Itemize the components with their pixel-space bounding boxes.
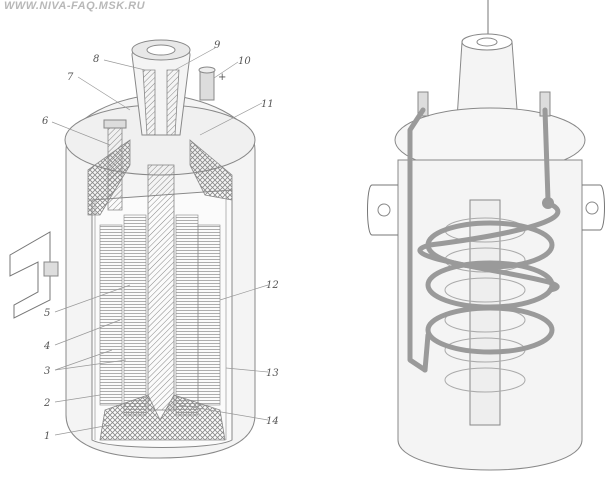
callout-7: 7 xyxy=(67,72,74,83)
secondary-winding xyxy=(123,214,147,416)
callout-9: 9 xyxy=(214,40,221,51)
schematic-coil xyxy=(367,0,605,471)
callout-6: 6 xyxy=(42,116,49,127)
callout-4: 4 xyxy=(43,341,50,352)
core xyxy=(147,164,175,411)
callout-11: 11 xyxy=(261,99,274,110)
mounting-bracket xyxy=(9,231,51,319)
callout-1: 1 xyxy=(44,431,50,442)
callout-10: 10 xyxy=(238,56,251,67)
insulator xyxy=(99,394,226,441)
watermark-text: WWW.NIVA-FAQ.MSK.RU xyxy=(4,0,146,12)
bracket-nut xyxy=(43,261,59,277)
schematic-terminal-left xyxy=(417,91,429,117)
terminal-left xyxy=(107,124,123,211)
callout-3: 3 xyxy=(44,366,50,377)
callout-labels: 1 2 3 4 5 6 7 8 9 10 11 12 13 14 xyxy=(42,40,279,442)
callout-leaders xyxy=(51,47,269,436)
callout-14: 14 xyxy=(266,416,279,427)
callout-12: 12 xyxy=(266,280,279,291)
callout-5: 5 xyxy=(44,308,50,319)
callout-8: 8 xyxy=(93,54,99,65)
primary-winding xyxy=(99,224,123,406)
schematic-bracket-right xyxy=(582,184,605,231)
primary-coil xyxy=(407,107,561,373)
cutaway-coil: + xyxy=(9,39,256,459)
positive-sign: + xyxy=(218,72,226,83)
callout-13: 13 xyxy=(266,368,279,379)
schematic-bracket-left xyxy=(367,184,398,236)
callout-2: 2 xyxy=(43,398,50,409)
terminal-right xyxy=(199,69,215,101)
